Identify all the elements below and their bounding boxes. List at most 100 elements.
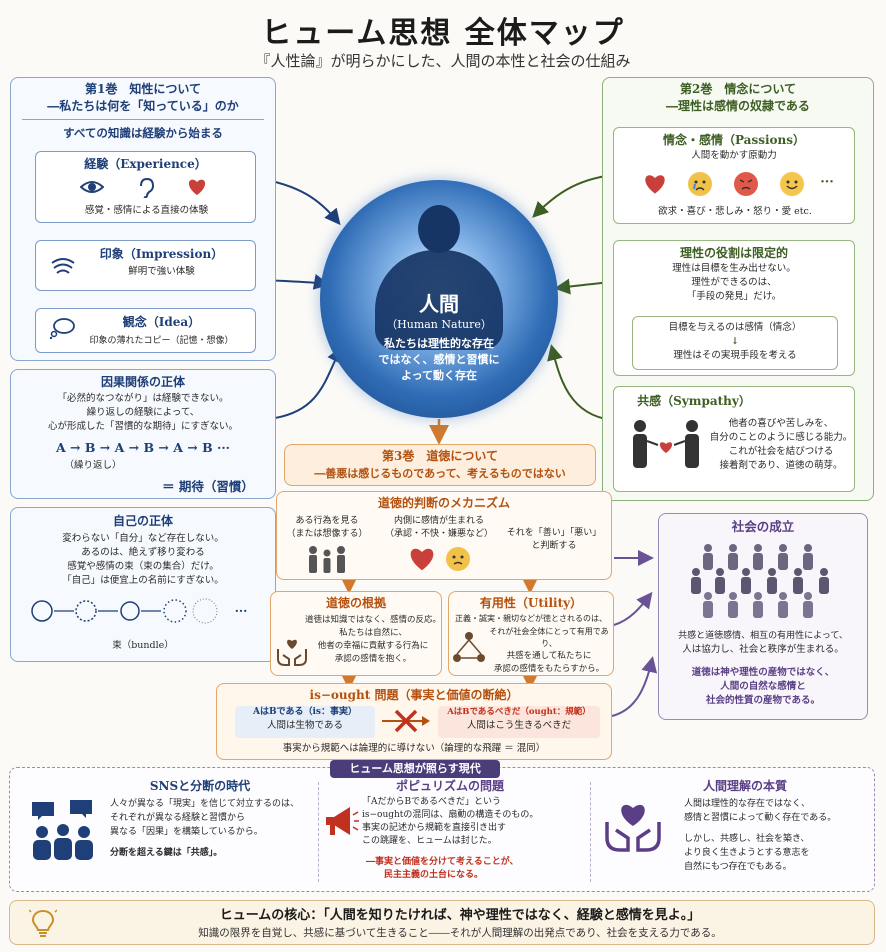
- megaphone-icon: [322, 802, 360, 840]
- populism-line: 民主主義の土台になる。: [384, 870, 484, 880]
- populism-line: ―事実と価値を分けて考えることが、: [366, 857, 519, 867]
- impression-desc: 鮮明で強い体験: [128, 266, 195, 277]
- heart-icon: [186, 177, 208, 197]
- step2-line: 内側に感情が生まれる: [393, 516, 484, 526]
- essence-title: 人間理解の本質: [702, 779, 787, 793]
- footer-message: 知識の限界を自覚し、共感に基づいて生きること――それが人間理解の出発点であり、社…: [198, 927, 722, 939]
- mechanism-title: 道徳的判断のメカニズム: [377, 496, 510, 510]
- experience-box: 経験（Experience） 感覚・感情による直接の体験: [35, 151, 256, 223]
- footer-panel: [9, 900, 875, 945]
- populism-line: 「AだからBであるべきだ」という: [362, 797, 502, 807]
- vol1-intro: すべての知識は経験から始まる: [63, 126, 223, 140]
- vol3-header: [284, 444, 596, 486]
- reason-line: 理性は目標を生み出せない。: [672, 263, 796, 274]
- heart-icon: [408, 546, 436, 572]
- essence-line: 自然にもつ存在でもある。: [684, 862, 792, 872]
- society-line: 社会的性質の産物である。: [706, 695, 820, 706]
- is-ought-note: 事実から規範へは論理的に導けない（論理的な飛躍 ＝ 混同）: [282, 743, 546, 754]
- passions-list: 欲求・喜び・悲しみ・怒り・愛 etc.: [658, 206, 812, 217]
- reason-inner-box: 目標を与えるのは感情（情念） ↓ 理性はその実現手段を考える: [632, 316, 838, 370]
- moral-basis-panel: [270, 591, 442, 676]
- self-line: あるのは、絶えず移り変わる: [81, 547, 205, 558]
- essence-line: より良く生きようとする意志を: [684, 848, 810, 858]
- self-panel: [10, 507, 276, 662]
- utility-text: それが社会全体にとって有用であり、 共感を通して私たちに 承認の感情をもたらすか…: [484, 626, 614, 676]
- utility-line: 正義・誠実・親切などが徳とされるのは、: [455, 614, 607, 623]
- sns-title: SNSと分断の時代: [149, 779, 251, 793]
- causality-line: 「必然的なつながり」は経験できない。: [57, 393, 229, 404]
- populism-title: ポピュリズムの問題: [395, 779, 504, 793]
- ear-icon: [136, 177, 156, 199]
- center-line: ではなく、感情と習慣に: [378, 353, 500, 366]
- people-chat-icon: [30, 798, 96, 860]
- idea-title: 観念（Idea）: [122, 315, 201, 329]
- passions-box: 情念・感情（Passions） 人間を動かす原動力 ··· 欲求・喜び・悲しみ・…: [613, 127, 855, 224]
- goal-by-passion: 目標を与えるのは感情（情念）: [668, 322, 802, 333]
- causality-line: 心が形成した「習慣的な期待」にすぎない。: [47, 421, 239, 432]
- moral-basis-line: 私たちは自然に、: [339, 628, 407, 638]
- ought-box: AはBであるべきだ（ought：規範） 人間はこう生きるべきだ: [438, 706, 600, 738]
- ought-line: AはBであるべきだ（ought：規範）: [447, 707, 591, 717]
- more-emotions-dots: ···: [820, 175, 834, 190]
- page-title: ヒューム思想 全体マップ: [261, 16, 625, 51]
- heart-icon: [642, 172, 668, 196]
- impression-box: 印象（Impression） 鮮明で強い体験: [35, 240, 256, 291]
- repeat-label: （繰り返し）: [64, 460, 122, 471]
- step3-line: と判断する: [531, 541, 577, 551]
- worried-face-icon: [446, 547, 470, 571]
- self-title: 自己の正体: [112, 514, 173, 528]
- idea-desc: 印象の薄れたコピー（記憶・想像）: [89, 336, 234, 346]
- utility-line: 承認の感情をもたらすから。: [493, 664, 605, 674]
- step3-line: それを「善い」「悪い」: [506, 528, 602, 538]
- hands-heart-icon: [274, 634, 310, 668]
- crying-face-icon: [688, 172, 712, 196]
- society-title: 社会の成立: [731, 519, 795, 534]
- bundle-more-dots: ···: [234, 604, 248, 618]
- reason-line: 理性ができるのは、: [691, 277, 777, 288]
- is-box: AはBである（is：事実） 人間は生物である: [235, 706, 375, 738]
- sympathy-box: 共感（Sympathy） 他者の喜びや苦しみを、 自分のことのように感じる能力。…: [613, 386, 855, 492]
- divider: [318, 782, 319, 882]
- expectation-result: ＝ 期待（習慣）: [162, 479, 254, 494]
- populism-line: この跳躍を、ヒュームは封じた。: [362, 836, 497, 846]
- sns-line: 異なる「因果」を構築しているから。: [110, 827, 263, 837]
- causality-title: 因果関係の正体: [100, 375, 185, 389]
- causality-sequence: A → B → A → B → A → B ···: [55, 440, 231, 455]
- step1-line: ある行為を見る: [295, 516, 359, 526]
- sympathy-line: 接着剤であり、道徳の萌芽。: [719, 460, 843, 471]
- populism-line: is−oughtの混同は、扇動の構造そのもの。: [362, 810, 539, 820]
- family-icon: [305, 545, 349, 573]
- passions-title: 情念・感情（Passions）: [662, 133, 806, 147]
- vol1-subtitle: ―私たちは何を「知っている」のか: [47, 99, 239, 113]
- moral-basis-line: 道徳は知識ではなく、感情の反応。: [304, 615, 441, 625]
- reason-means: 理性はその実現手段を考える: [673, 350, 797, 361]
- step1-line: （または想像する）: [286, 529, 368, 539]
- center-title: 人間: [419, 292, 459, 316]
- vol2-subtitle: ―理性は感情の奴隷である: [666, 99, 810, 113]
- utility-line: それが社会全体にとって有用であり、: [489, 627, 609, 648]
- causality-line: 繰り返しの経験によって、: [86, 407, 200, 418]
- self-line: 感覚や感情の束（束の集合）だけ。: [67, 561, 219, 572]
- utility-title: 有用性（Utility）: [479, 596, 583, 610]
- society-panel: [658, 513, 868, 720]
- populism-line: 事実の記述から規範を直接引き出す: [362, 823, 507, 833]
- experience-title: 経験（Experience）: [84, 157, 207, 171]
- divider: [22, 119, 264, 120]
- bundle-label: 束（bundle）: [112, 640, 174, 651]
- person-silhouette-body: [375, 250, 503, 350]
- angry-face-icon: [734, 172, 758, 196]
- moral-basis-title: 道徳の根拠: [325, 596, 386, 610]
- reason-line: 「手段の発見」だけ。: [686, 291, 782, 302]
- essence-line: 人間は理性的な存在ではなく、: [684, 799, 811, 809]
- crowd-icon: [688, 538, 838, 622]
- divider: [590, 782, 591, 882]
- is-ought-title: is−ought 問題（事実と価値の断絶）: [309, 688, 519, 702]
- moral-basis-line: 他者の幸福に貢献する行為に: [317, 641, 429, 651]
- impression-title: 印象（Impression）: [99, 247, 224, 261]
- sns-line: 分断を超える鍵は「共感」。: [110, 848, 223, 858]
- vol2-title: 第2巻 情念について: [680, 82, 796, 96]
- modern-label: ヒューム思想が照らす現代: [330, 760, 500, 778]
- self-line: 変わらない「自分」など存在しない。: [62, 533, 224, 544]
- is-example: 人間は生物である: [267, 720, 343, 731]
